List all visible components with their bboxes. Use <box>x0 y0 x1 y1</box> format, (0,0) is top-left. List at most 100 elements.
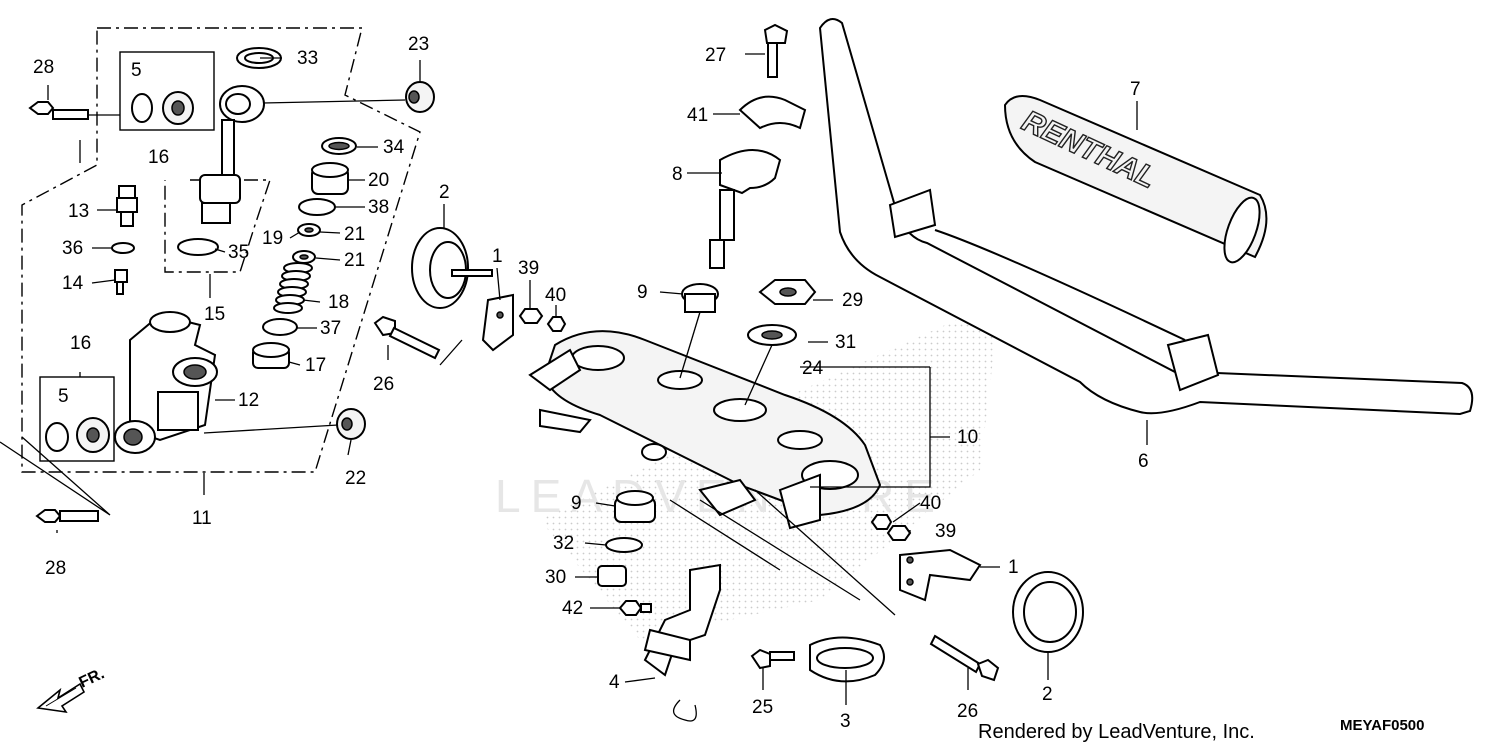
callout-5-bottom: 5 <box>58 386 69 407</box>
callout-12: 12 <box>238 390 259 411</box>
callout-2-lower: 2 <box>1042 684 1053 705</box>
callout-40-upper: 40 <box>545 285 566 306</box>
rubber-mount-9-bottom <box>614 490 656 523</box>
callout-26-right: 26 <box>957 701 978 722</box>
bolt-25 <box>750 648 795 670</box>
callout-15: 15 <box>204 304 225 325</box>
bolt-42 <box>618 600 652 616</box>
washer-37 <box>262 318 298 336</box>
collar-17 <box>252 342 290 369</box>
callout-13: 13 <box>68 201 89 222</box>
callout-24: 24 <box>802 358 824 379</box>
callout-40-lower: 40 <box>920 493 941 514</box>
callout-4: 4 <box>609 672 620 693</box>
callout-39-lower: 39 <box>935 521 956 542</box>
callout-16-top: 16 <box>148 147 169 168</box>
callout-5-top: 5 <box>131 60 142 81</box>
callout-21-upper: 21 <box>344 224 365 245</box>
callout-2-upper: 2 <box>439 182 450 203</box>
rubber-mount-9-top <box>681 283 719 313</box>
callout-27: 27 <box>705 45 726 66</box>
seal-34 <box>321 137 357 155</box>
flange-bolt-28-bottom <box>35 509 99 523</box>
reflector-2-right <box>1012 571 1084 653</box>
bracket-4 <box>643 563 721 722</box>
bearing-set-16-bottom <box>45 417 110 453</box>
headlight-stay-1-left <box>481 293 514 352</box>
nut-29 <box>758 279 817 305</box>
callout-21-lower: 21 <box>344 250 365 271</box>
callout-7: 7 <box>1130 79 1141 100</box>
washer-32 <box>605 537 643 553</box>
callout-23: 23 <box>408 34 429 55</box>
spring-18 <box>273 262 313 314</box>
grip-7: RENTHAL <box>1003 95 1268 264</box>
callout-labels: 28 5 16 33 23 34 20 13 38 19 21 21 36 35… <box>33 34 1149 732</box>
callout-8: 8 <box>672 164 683 185</box>
cap-22 <box>336 408 366 440</box>
callout-19: 19 <box>262 228 283 249</box>
render-credit: Rendered by LeadVenture, Inc. <box>978 721 1255 743</box>
callout-25: 25 <box>752 697 773 718</box>
washer-38 <box>298 198 336 216</box>
diagram-code: MEYAF0500 <box>1340 717 1425 734</box>
front-direction-label: FR. <box>77 665 108 691</box>
callout-11: 11 <box>192 508 212 529</box>
damper-rod <box>199 85 265 224</box>
damper-body-12 <box>114 311 218 454</box>
callout-28-top: 28 <box>33 57 54 78</box>
callout-33: 33 <box>297 48 318 69</box>
callout-36: 36 <box>62 238 83 259</box>
callout-28-bottom: 28 <box>45 558 66 579</box>
damper-stay-bracket <box>698 478 757 517</box>
callout-32: 32 <box>553 533 574 554</box>
handlebar-6 <box>818 18 1474 416</box>
callout-29: 29 <box>842 290 863 311</box>
bolt-27 <box>763 23 789 78</box>
callout-38: 38 <box>368 197 389 218</box>
callout-16-bottom: 16 <box>70 333 91 354</box>
bolt-26-left <box>373 315 441 360</box>
callout-22: 22 <box>345 468 366 489</box>
bearing-set-16-top <box>131 91 194 125</box>
nuts-39-40-upper <box>518 308 567 332</box>
headlight-stay-1-right <box>899 548 982 602</box>
callout-18: 18 <box>328 292 349 313</box>
washers-21 <box>292 223 321 264</box>
callout-1-upper: 1 <box>492 246 503 267</box>
reflector-2-left <box>411 227 493 309</box>
callout-10: 10 <box>957 427 978 448</box>
callout-41: 41 <box>687 105 708 126</box>
bolt-26-right <box>929 634 1000 682</box>
flange-bolt-28-top <box>28 101 89 120</box>
callout-17: 17 <box>305 355 326 376</box>
callout-42: 42 <box>562 598 583 619</box>
leader-lines <box>0 53 1148 705</box>
callout-31: 31 <box>835 332 856 353</box>
callout-20: 20 <box>368 170 389 191</box>
callout-37: 37 <box>320 318 341 339</box>
collar-30 <box>597 565 627 587</box>
front-direction-arrow: FR. <box>36 665 108 714</box>
callout-9-lower: 9 <box>571 493 582 514</box>
callout-26-left: 26 <box>373 374 394 395</box>
callout-3: 3 <box>840 711 851 732</box>
callout-39-upper: 39 <box>518 258 539 279</box>
washer-35 <box>177 238 219 256</box>
clamp-3 <box>809 636 885 683</box>
cap-23 <box>405 81 435 113</box>
screw-14 <box>114 269 128 295</box>
callout-9-upper: 9 <box>637 282 648 303</box>
washer-31 <box>747 324 797 346</box>
adjuster-13 <box>116 185 138 227</box>
callout-30: 30 <box>545 567 566 588</box>
top-bridge-10 <box>528 330 882 530</box>
callout-14: 14 <box>62 273 84 294</box>
damper-assembly-outline <box>21 27 421 473</box>
callout-1-lower: 1 <box>1008 557 1019 578</box>
handlebar-holder-lower-8 <box>709 149 782 269</box>
handlebar-holder-upper-41 <box>738 95 807 130</box>
cap-20 <box>311 162 349 195</box>
